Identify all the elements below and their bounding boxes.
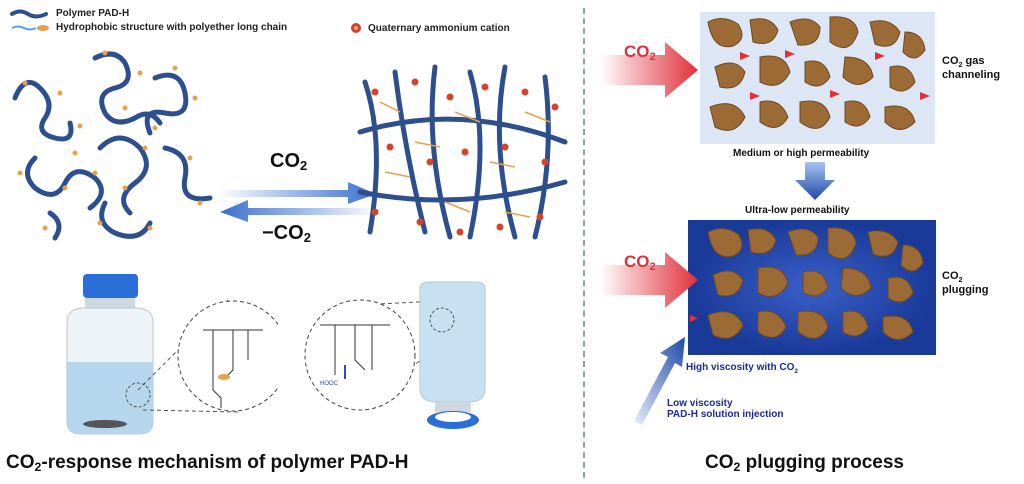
bottle-inverted-gel — [419, 281, 486, 429]
svg-text:HOOC: HOOC — [320, 381, 339, 387]
co2-inflow-arrow-top — [600, 42, 698, 98]
right-panel-title: CO2 plugging process — [705, 452, 904, 474]
legend-hydrophobic: Hydrophobic structure with polyether lon… — [10, 22, 287, 33]
porous-media-plugging — [688, 220, 936, 355]
left-panel-title: CO2-response mechanism of polymer PAD-H — [6, 452, 409, 474]
legend-polymer-label: Polymer PAD-H — [56, 8, 130, 19]
legend-hydrophobic-label: Hydrophobic structure with polyether lon… — [56, 22, 288, 33]
cation-icon — [351, 23, 361, 33]
polymer-chain-icon — [10, 9, 48, 18]
medium-permeability-label: Medium or high permeability — [733, 148, 870, 159]
ultra-low-permeability-label: Ultra-low permeability — [745, 205, 850, 216]
hydrophobic-chain-icon — [11, 24, 49, 31]
porous-media-channeling — [700, 12, 935, 144]
legend-cation-label: Quaternary ammonium cation — [368, 22, 510, 34]
high-viscosity-label: High viscosity with CO2 — [686, 362, 798, 375]
panel-divider — [583, 8, 585, 478]
transition-down-arrow — [795, 162, 835, 200]
reversible-arrows — [218, 182, 378, 222]
legend-cation: Quaternary ammonium cation — [350, 22, 510, 34]
coiled-polymer-illustration — [12, 50, 213, 241]
co2-label-top: CO2 — [624, 42, 656, 63]
magnified-molecular-structure-1 — [125, 299, 278, 413]
bottle-cap — [83, 274, 138, 298]
backward-arrow — [220, 200, 378, 222]
forward-co2-label: CO2 — [270, 150, 308, 173]
channeling-label: CO2 gas channeling — [942, 55, 1001, 81]
legend-polymer: Polymer PAD-H — [10, 8, 129, 19]
co2-label-bottom: CO2 — [624, 252, 656, 273]
bottle-liquid-solution — [66, 274, 154, 435]
network-polymer-illustration — [357, 64, 568, 240]
injection-arrow — [634, 337, 685, 425]
backward-co2-label: −CO2 — [262, 222, 311, 245]
forward-arrow — [218, 182, 376, 204]
low-viscosity-label: Low viscosity PAD-H solution injection — [667, 398, 784, 420]
co2-inflow-arrow-bottom — [600, 252, 698, 308]
plugging-label: CO2 plugging — [942, 270, 989, 296]
